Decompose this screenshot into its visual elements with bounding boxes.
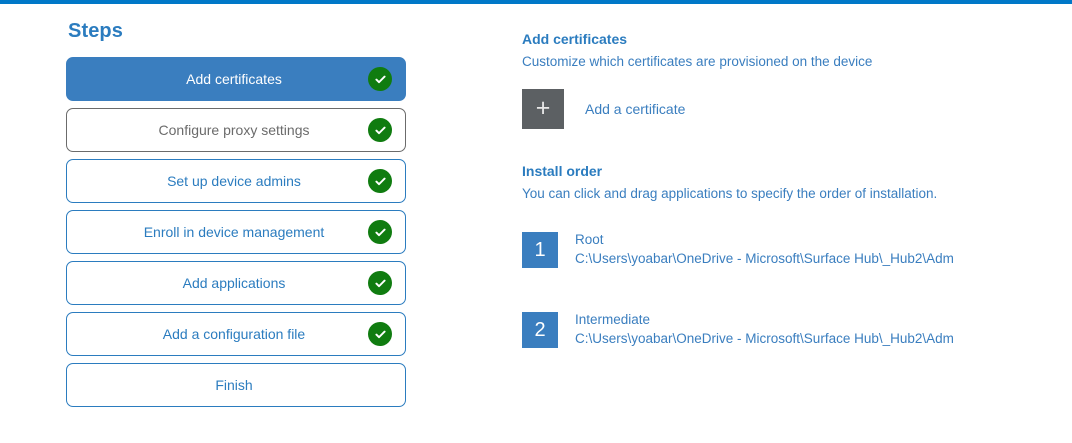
step-complete-check-icon (368, 220, 392, 244)
install-order-item-path: C:\Users\yoabar\OneDrive - Microsoft\Sur… (575, 331, 954, 346)
plus-icon: + (535, 93, 551, 122)
step-complete-check-icon (368, 169, 392, 193)
step-complete-check-icon (368, 67, 392, 91)
step-item-add-applications[interactable]: Add applications (66, 261, 406, 305)
step-item-set-up-device-admins[interactable]: Set up device admins (66, 159, 406, 203)
step-label: Enroll in device management (143, 224, 325, 240)
step-label: Add applications (182, 275, 286, 291)
step-complete-check-icon (368, 118, 392, 142)
install-order-item-text: Intermediate C:\Users\yoabar\OneDrive - … (575, 311, 954, 348)
step-label: Set up device admins (167, 173, 301, 189)
install-order-badge: 2 (522, 312, 558, 348)
add-certificate-row: + Add a certificate (522, 89, 1052, 129)
top-accent-bar (0, 0, 1072, 4)
install-order-badge: 1 (522, 232, 558, 268)
steps-pane: Steps Add certificates Configure proxy s… (66, 20, 406, 407)
install-order-item-name: Root (575, 232, 604, 247)
detail-heading: Add certificates (522, 31, 628, 47)
install-order-section: Install order You can click and drag app… (522, 162, 1052, 348)
step-item-finish[interactable]: Finish (66, 363, 406, 407)
page-body: Steps Add certificates Configure proxy s… (0, 4, 1072, 443)
add-certificate-label[interactable]: Add a certificate (585, 101, 686, 117)
step-complete-check-icon (368, 322, 392, 346)
detail-pane: Add certificates Customize which certifi… (522, 30, 1052, 391)
install-order-item-name: Intermediate (575, 312, 651, 327)
step-label: Add a configuration file (162, 326, 306, 342)
install-order-item-text: Root C:\Users\yoabar\OneDrive - Microsof… (575, 231, 954, 268)
step-label: Configure proxy settings (158, 122, 310, 138)
add-certificate-button[interactable]: + (522, 89, 564, 129)
install-order-item-path: C:\Users\yoabar\OneDrive - Microsoft\Sur… (575, 251, 954, 266)
step-item-add-certificates[interactable]: Add certificates (66, 57, 406, 101)
step-label: Finish (215, 377, 253, 393)
step-list: Add certificates Configure proxy setting… (66, 57, 406, 407)
install-order-list: 1 Root C:\Users\yoabar\OneDrive - Micros… (522, 231, 1052, 348)
install-order-subheading: You can click and drag applications to s… (522, 186, 938, 201)
steps-title: Steps (68, 20, 123, 42)
step-item-add-a-configuration-file[interactable]: Add a configuration file (66, 312, 406, 356)
install-order-heading: Install order (522, 163, 603, 179)
step-item-configure-proxy-settings[interactable]: Configure proxy settings (66, 108, 406, 152)
step-item-enroll-in-device-management[interactable]: Enroll in device management (66, 210, 406, 254)
step-label: Add certificates (186, 71, 282, 87)
step-complete-check-icon (368, 271, 392, 295)
install-order-item[interactable]: 1 Root C:\Users\yoabar\OneDrive - Micros… (522, 231, 1052, 268)
install-order-item[interactable]: 2 Intermediate C:\Users\yoabar\OneDrive … (522, 311, 1052, 348)
detail-subheading: Customize which certificates are provisi… (522, 54, 873, 69)
